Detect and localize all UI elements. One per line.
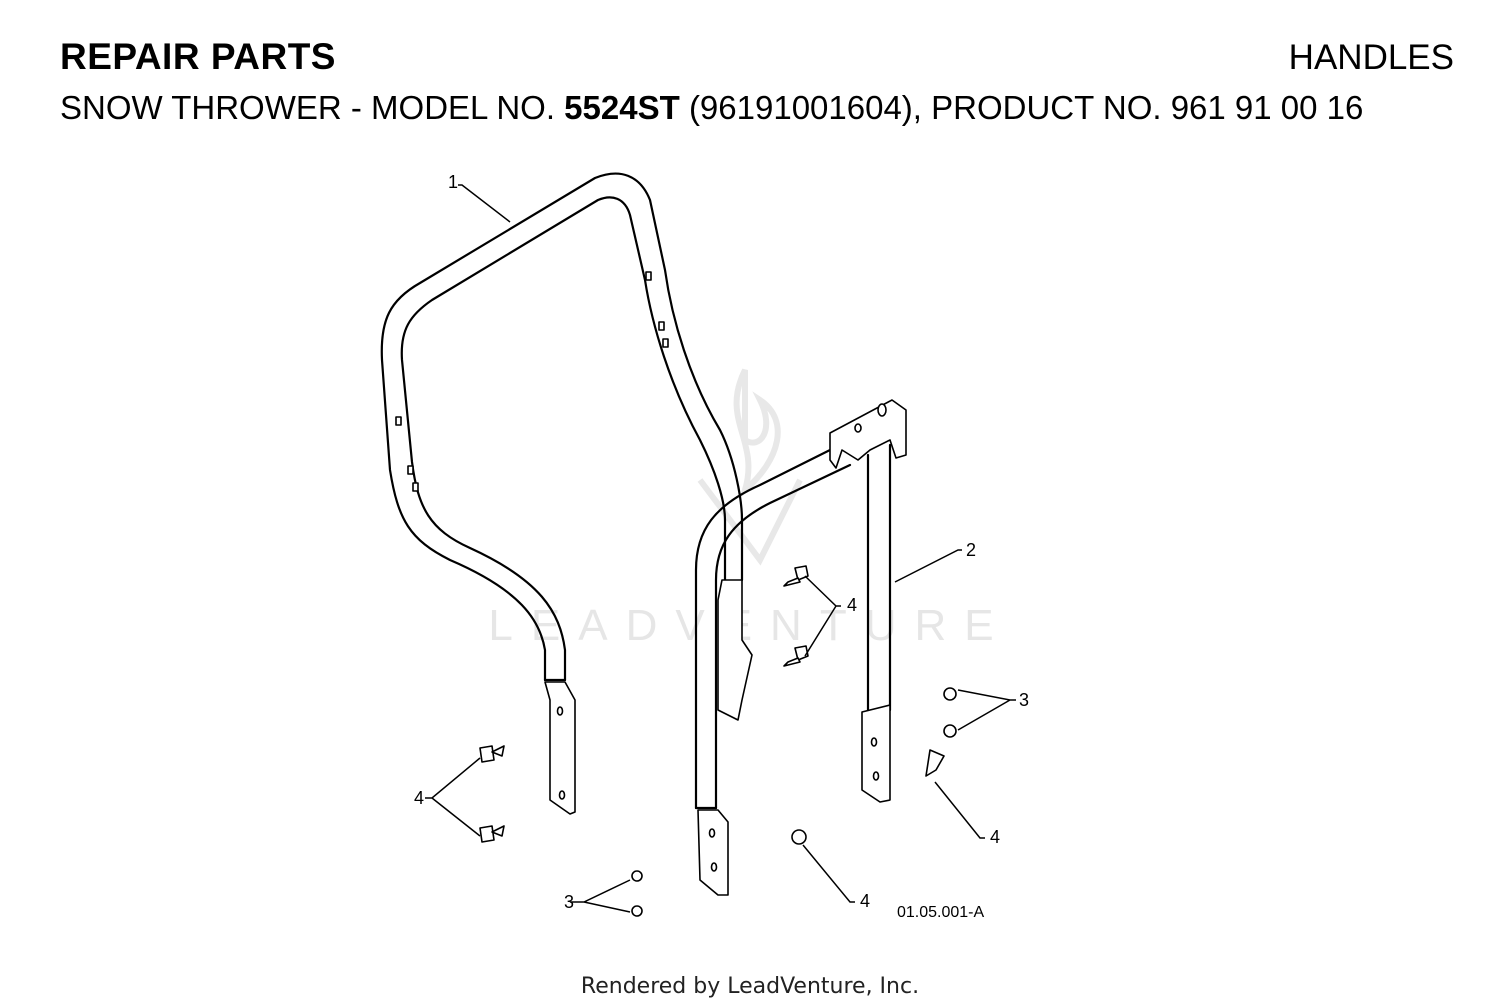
fasteners bbox=[479, 565, 957, 917]
nut-icon bbox=[631, 870, 643, 917]
section-title: REPAIR PARTS bbox=[60, 36, 336, 77]
nut-icon bbox=[791, 829, 807, 845]
callout-2: 2 bbox=[966, 540, 976, 560]
watermark-flame-icon bbox=[697, 368, 803, 566]
callout-4: 4 bbox=[414, 788, 424, 808]
footer-attribution: Rendered by LeadVenture, Inc. bbox=[580, 974, 920, 999]
bolt-icon bbox=[783, 565, 809, 587]
nut-icon bbox=[943, 687, 957, 738]
bolt-icon bbox=[783, 645, 809, 667]
bolt-icon bbox=[479, 825, 505, 843]
callout-4: 4 bbox=[860, 891, 870, 911]
subtitle-suffix: (96191001604), PRODUCT NO. 961 91 00 16 bbox=[688, 89, 1364, 126]
callout-4: 4 bbox=[990, 827, 1000, 847]
model-subtitle: SNOW THROWER - MODEL NO. 5524ST (9619100… bbox=[60, 89, 1363, 127]
leader-lines bbox=[425, 184, 1016, 913]
watermark-text: LEADVENTURE bbox=[488, 601, 1011, 650]
drawing-code: 01.05.001-A bbox=[897, 904, 985, 921]
upper-handle-part-1 bbox=[380, 172, 753, 815]
callout-4: 4 bbox=[847, 595, 857, 615]
bolt-icon bbox=[925, 749, 945, 777]
model-number: 5524ST bbox=[564, 89, 680, 126]
bolt-icon bbox=[479, 745, 505, 763]
callout-3: 3 bbox=[1019, 690, 1029, 710]
assembly-title: HANDLES bbox=[1288, 38, 1454, 77]
subtitle-prefix: SNOW THROWER - MODEL NO. bbox=[60, 89, 555, 126]
callout-3: 3 bbox=[564, 892, 574, 912]
lower-handle-part-2 bbox=[694, 399, 907, 896]
callout-1: 1 bbox=[448, 172, 458, 192]
